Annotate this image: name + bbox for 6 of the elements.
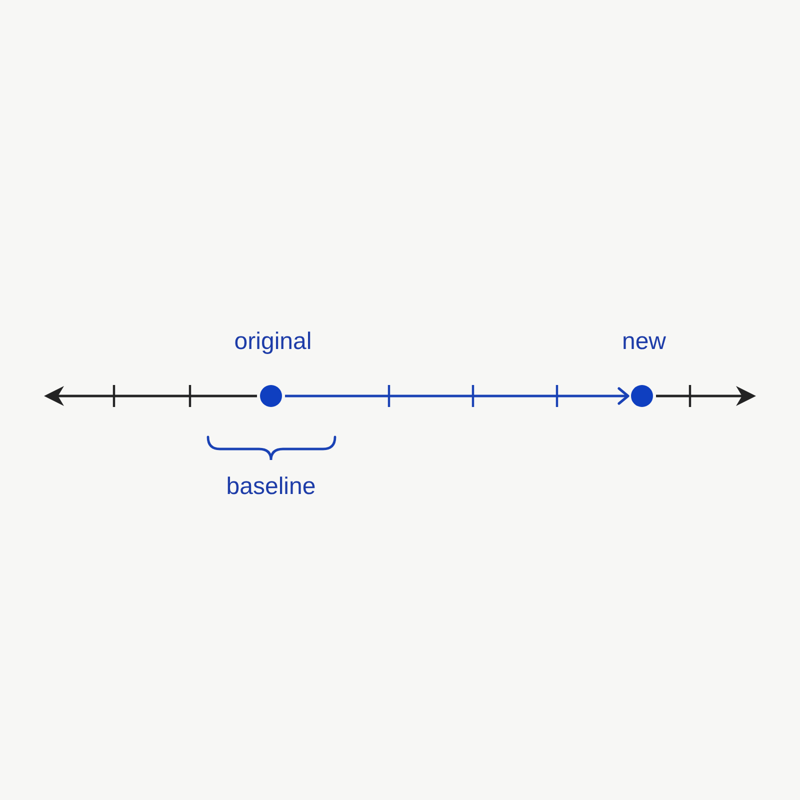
point-dot (631, 385, 653, 407)
point-label: original (234, 328, 312, 357)
brace-label: baseline (226, 473, 316, 502)
point-label: new (622, 328, 666, 357)
point-dot (260, 385, 282, 407)
arrow (285, 387, 630, 405)
